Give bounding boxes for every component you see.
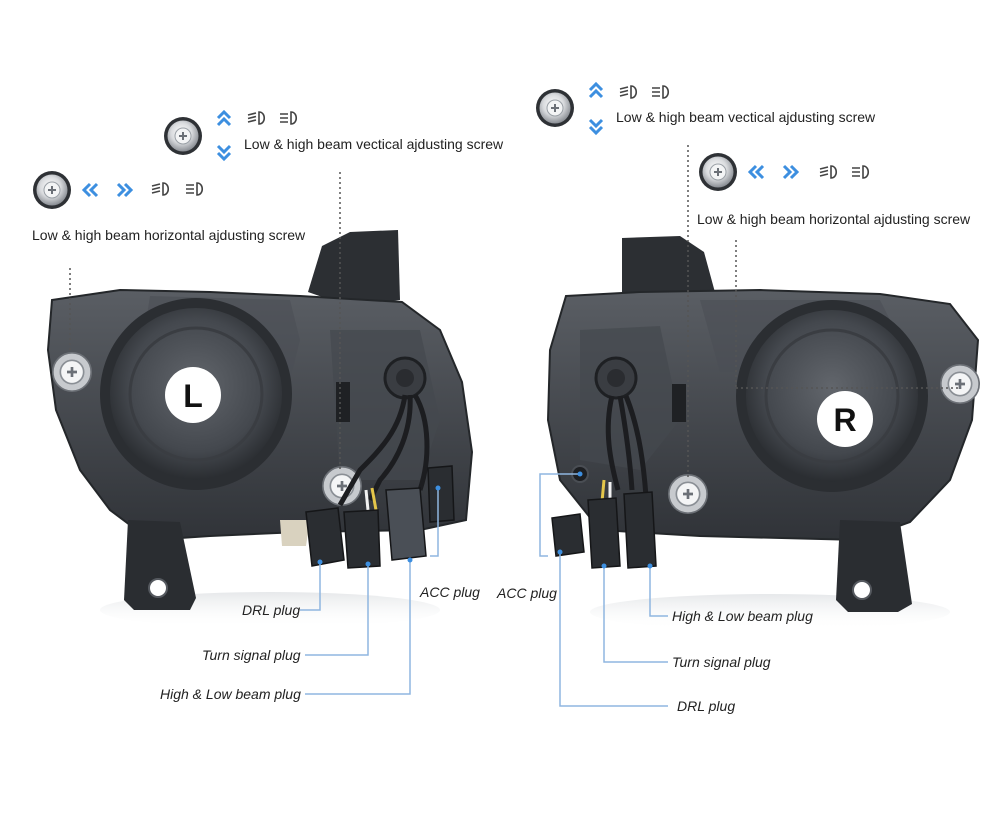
low-beam-icon	[819, 165, 838, 179]
right-side-letter: R	[833, 402, 856, 438]
left-acc-plug-label: ACC plug	[420, 584, 480, 600]
high-beam-icon	[651, 85, 670, 99]
left-vertical-screw-icons	[163, 109, 298, 162]
chevron-down-icon	[216, 144, 232, 162]
left-horizontal-screw-icons	[32, 170, 204, 210]
left-side-letter: L	[183, 378, 203, 414]
left-drl-plug-label: DRL plug	[242, 602, 301, 618]
right-horizontal-screw-label: Low & high beam horizontal ajdusting scr…	[697, 211, 971, 227]
right-horizontal-screw-icons	[698, 152, 870, 192]
chevron-down-icon	[588, 118, 604, 136]
left-screw-leader-lines	[69, 172, 341, 470]
chevron-up-icon	[588, 81, 604, 99]
left-high-low-beam-plug-label: High & Low beam plug	[160, 686, 301, 702]
right-vertical-screw-icons	[535, 81, 670, 136]
left-horizontal-screw-label: Low & high beam horizontal ajdusting scr…	[32, 227, 306, 243]
right-drl-plug-label: DRL plug	[677, 698, 736, 714]
right-acc-plug-label: ACC plug	[497, 585, 557, 601]
right-plug-leader-lines	[539, 471, 668, 707]
high-beam-icon	[185, 182, 204, 196]
high-beam-icon	[851, 165, 870, 179]
chevron-right-icon	[116, 182, 134, 198]
adjust-screw-icon	[535, 88, 575, 128]
left-turn-signal-plug-label: Turn signal plug	[202, 647, 301, 663]
chevron-up-icon	[216, 109, 232, 127]
chevron-right-icon	[782, 164, 800, 180]
chevron-left-icon	[747, 164, 765, 180]
adjust-screw-icon	[698, 152, 738, 192]
right-high-low-beam-plug-label: High & Low beam plug	[672, 608, 813, 624]
right-vertical-screw-label: Low & high beam vectical ajdusting screw	[616, 109, 876, 125]
left-headlight-housing	[46, 230, 474, 628]
adjust-screw-icon	[32, 170, 72, 210]
right-headlight-housing	[546, 236, 980, 630]
right-turn-signal-plug-label: Turn signal plug	[672, 654, 771, 670]
high-beam-icon	[279, 111, 298, 125]
adjust-screw-icon	[163, 116, 203, 156]
left-plug-leader-lines	[300, 485, 441, 695]
low-beam-icon	[247, 111, 266, 125]
low-beam-icon	[151, 182, 170, 196]
low-beam-icon	[619, 85, 638, 99]
left-vertical-screw-label: Low & high beam vectical ajdusting screw	[244, 136, 504, 152]
chevron-left-icon	[81, 182, 99, 198]
right-screw-leader-lines	[687, 145, 960, 478]
